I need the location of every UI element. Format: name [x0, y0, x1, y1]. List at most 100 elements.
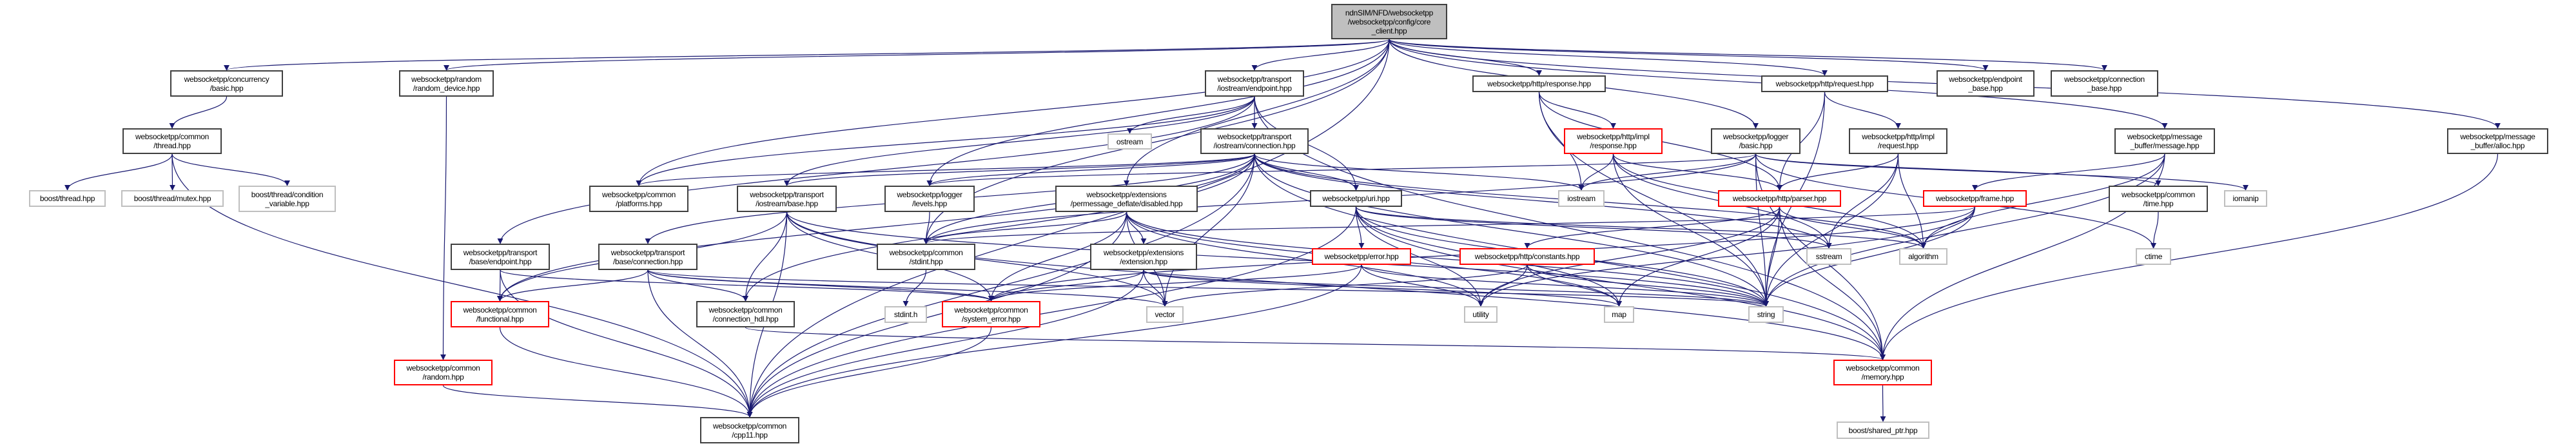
node-label-line: /thread.hpp	[153, 141, 191, 150]
node-platforms[interactable]: websocketpp/common/platforms.hpp	[589, 186, 688, 212]
node-pmd-disabled[interactable]: websocketpp/extensions/permessage_deflat…	[1055, 186, 1198, 212]
node-label-line: /random_device.hpp	[413, 83, 480, 93]
node-io-connection[interactable]: websocketpp/transport/iostream/connectio…	[1200, 128, 1309, 154]
node-label-line: websocketpp/http/parser.hpp	[1732, 194, 1827, 203]
node-label-line: websocketpp/uri.hpp	[1322, 194, 1390, 203]
node-label-line: websocketpp/http/request.hpp	[1775, 79, 1874, 88]
node-endpoint-base[interactable]: websocketpp/endpoint_base.hpp	[1937, 70, 2034, 97]
edge-impl_response-to-iostream	[1578, 153, 1614, 191]
edge-impl_request-to-algorithm	[1897, 153, 1926, 249]
node-label-line: websocketpp/transport	[610, 247, 685, 257]
node-http-response[interactable]: websocketpp/http/response.hpp	[1472, 75, 1606, 92]
node-impl-request[interactable]: websocketpp/http/impl/request.hpp	[1849, 128, 1947, 154]
edge-uri-to-algorithm	[1355, 206, 1926, 249]
edge-conc_basic-to-thread	[169, 96, 228, 129]
edge-msg_message-to-string	[1763, 153, 2165, 307]
node-label-line: iomanip	[2232, 194, 2259, 203]
node-label-line: _buffer/message.hpp	[2130, 141, 2200, 150]
node-uri[interactable]: websocketpp/uri.hpp	[1310, 190, 1402, 207]
node-label-line: websocketpp/frame.hpp	[1935, 194, 2015, 203]
node-http-request[interactable]: websocketpp/http/request.hpp	[1761, 75, 1888, 92]
node-parser[interactable]: websocketpp/http/parser.hpp	[1718, 190, 1841, 207]
edge-impl_response-to-parser	[1612, 153, 1782, 191]
edge-io_connection-to-platforms	[636, 153, 1255, 186]
node-conc-basic[interactable]: websocketpp/concurrency/basic.hpp	[170, 70, 283, 97]
node-error[interactable]: websocketpp/error.hpp	[1312, 248, 1411, 265]
node-iomanip: iomanip	[2224, 190, 2267, 207]
edge-system_error-to-cpp11	[746, 327, 992, 418]
edge-time-to-ctime	[2151, 211, 2159, 249]
edge-constants-to-string	[1527, 264, 1769, 307]
node-label-line: boost/shared_ptr.hpp	[1848, 425, 1918, 435]
edge-pmd_disabled-to-cpp11	[746, 211, 1127, 418]
node-cpp11[interactable]: websocketpp/common/cpp11.hpp	[700, 417, 799, 443]
edge-constants-to-map	[1527, 264, 1622, 307]
node-io-endpoint[interactable]: websocketpp/transport/iostream/endpoint.…	[1205, 70, 1304, 97]
edge-parser-to-string	[1763, 206, 1781, 307]
edge-root-to-platforms	[636, 39, 1390, 186]
edge-base_endpoint-to-functional	[497, 269, 503, 302]
node-label-line: /permessage_deflate/disabled.hpp	[1070, 199, 1183, 208]
edge-extension-to-map	[1143, 269, 1622, 307]
edge-impl_request-to-sstream	[1826, 153, 1899, 249]
node-base-endpoint[interactable]: websocketpp/transport/base/endpoint.hpp	[451, 244, 550, 270]
node-algorithm: algorithm	[1899, 248, 1947, 265]
node-system-error[interactable]: websocketpp/common/system_error.hpp	[942, 301, 1040, 327]
node-functional[interactable]: websocketpp/common/functional.hpp	[451, 301, 549, 327]
node-frame[interactable]: websocketpp/frame.hpp	[1923, 190, 2027, 207]
node-stdint[interactable]: websocketpp/common/stdint.hpp	[877, 244, 975, 270]
edge-io_connection-to-connection_hdl	[743, 153, 1255, 302]
edge-io_connection-to-string	[1254, 153, 1769, 307]
node-msg-message[interactable]: websocketpp/message_buffer/message.hpp	[2114, 128, 2215, 154]
edge-stdint-to-stdint_h	[903, 269, 927, 307]
node-root[interactable]: ndnSIM/NFD/websocketpp/websocketpp/confi…	[1331, 4, 1447, 39]
edge-impl_request-to-string	[1763, 153, 1899, 307]
edge-io_connection-to-io_base	[784, 153, 1255, 186]
node-label-line: websocketpp/random	[411, 74, 482, 84]
edge-parser-to-constants	[1524, 206, 1781, 249]
node-boost-thread: boost/thread.hpp	[29, 190, 106, 207]
node-extension[interactable]: websocketpp/extensions/extension.hpp	[1090, 244, 1197, 270]
edge-random_device-to-random	[440, 96, 447, 360]
edge-base_connection-to-connection_hdl	[647, 269, 748, 302]
node-connection-hdl[interactable]: websocketpp/common/connection_hdl.hpp	[696, 301, 795, 327]
node-impl-response[interactable]: websocketpp/http/impl/response.hpp	[1564, 128, 1663, 154]
node-time[interactable]: websocketpp/common/time.hpp	[2109, 186, 2208, 212]
edge-thread-to-boost_thread	[64, 153, 173, 191]
node-msg-alloc[interactable]: websocketpp/message_buffer/alloc.hpp	[2447, 128, 2548, 154]
edge-parser-to-memory	[1779, 206, 1886, 360]
edge-io_endpoint-to-io_base	[784, 96, 1255, 186]
edge-frame-to-string	[1763, 206, 1976, 307]
node-logger-basic[interactable]: websocketpp/logger/basic.hpp	[1711, 128, 1800, 154]
node-label-line: /stdint.hpp	[909, 257, 943, 266]
node-thread[interactable]: websocketpp/common/thread.hpp	[122, 128, 222, 154]
node-string: string	[1748, 306, 1784, 323]
edge-constants-to-vector	[1162, 264, 1528, 307]
edge-root-to-http_request	[1389, 39, 1828, 76]
edge-pmd_disabled-to-utility	[1126, 211, 1484, 307]
node-label-line: map	[1612, 310, 1626, 319]
edge-error-to-system_error	[988, 264, 1362, 302]
edge-uri-to-sstream	[1355, 206, 1832, 249]
node-label-line: websocketpp/message	[2127, 132, 2203, 141]
edge-io_connection-to-iostream	[1254, 153, 1585, 191]
edge-memory-to-shared_ptr	[1880, 385, 1886, 422]
node-memory[interactable]: websocketpp/common/memory.hpp	[1833, 360, 1932, 385]
edge-logger_basic-to-time	[1755, 153, 2161, 186]
node-connection-base[interactable]: websocketpp/connection_base.hpp	[2051, 70, 2158, 97]
node-levels[interactable]: websocketpp/logger/levels.hpp	[884, 186, 975, 212]
edge-io_base-to-string	[786, 211, 1769, 307]
node-label-line: websocketpp/common	[135, 132, 209, 141]
node-label-line: websocketpp/transport	[1217, 132, 1292, 141]
node-label-line: websocketpp/common	[889, 247, 963, 257]
node-io-base[interactable]: websocketpp/transport/iostream/base.hpp	[737, 186, 837, 212]
node-random-device[interactable]: websocketpp/random/random_device.hpp	[399, 70, 494, 97]
node-label-line: /iostream/base.hpp	[756, 199, 818, 208]
node-random[interactable]: websocketpp/common/random.hpp	[394, 360, 493, 385]
node-label-line: /functional.hpp	[476, 314, 524, 324]
edge-base_connection-to-cpp11	[647, 269, 753, 418]
edge-connection_hdl-to-memory	[745, 327, 1886, 360]
node-base-connection[interactable]: websocketpp/transport/base/connection.hp…	[598, 244, 698, 270]
node-constants[interactable]: websocketpp/http/constants.hpp	[1459, 248, 1595, 265]
node-label-line: /response.hpp	[1590, 141, 1637, 150]
